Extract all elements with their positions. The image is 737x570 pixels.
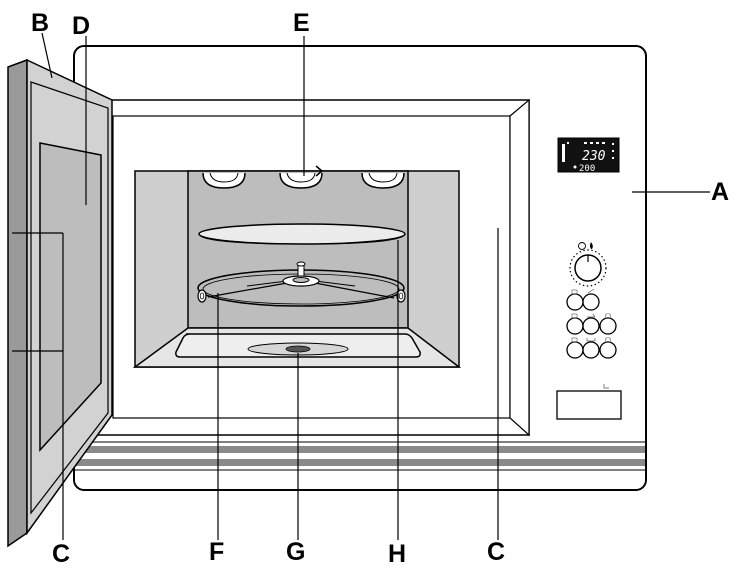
control-button-6[interactable] (566, 341, 584, 359)
oven-cavity-interior (132, 165, 462, 368)
label-d: D (72, 12, 90, 40)
flame-icon (590, 242, 593, 249)
control-button-4[interactable] (582, 317, 600, 335)
door-edge (7, 58, 28, 548)
cabinet-stripe-top (75, 446, 645, 453)
cavity-back-wall (187, 170, 409, 329)
control-button-7[interactable] (582, 341, 600, 359)
control-button-3[interactable] (566, 317, 584, 335)
oven-door (7, 58, 113, 548)
control-button-8[interactable] (599, 341, 617, 359)
grill-element (202, 165, 405, 189)
label-a: A (711, 178, 729, 206)
label-c-left: C (52, 540, 70, 568)
control-knob[interactable] (569, 242, 607, 287)
turntable-roller-ring (197, 261, 406, 307)
display-temperature: 230 (582, 149, 606, 164)
control-button-2[interactable] (582, 293, 600, 311)
control-panel: 230 200 (556, 137, 622, 420)
label-g: G (286, 538, 305, 566)
callout-labels: A B D E C F G H C (31, 9, 729, 568)
label-b: B (31, 9, 49, 37)
digital-display: 230 200 (557, 137, 620, 174)
glass-turntable-plate (198, 223, 406, 245)
label-f: F (209, 538, 224, 566)
clock-icon (578, 242, 586, 250)
control-buttons (566, 288, 617, 359)
label-c-right: C (487, 538, 505, 566)
label-e: E (293, 9, 310, 37)
door-release-button[interactable] (556, 384, 622, 420)
cabinet-stripe-bottom (75, 459, 645, 466)
control-button-5[interactable] (599, 317, 617, 335)
leader-b (41, 32, 53, 79)
cavity-right-bevel (509, 98, 530, 437)
leader-lines (12, 32, 710, 540)
control-button-1[interactable] (566, 293, 584, 311)
display-time: 200 (579, 164, 595, 174)
door-seal (30, 81, 109, 515)
door-window (39, 142, 102, 452)
label-h: H (388, 540, 406, 568)
